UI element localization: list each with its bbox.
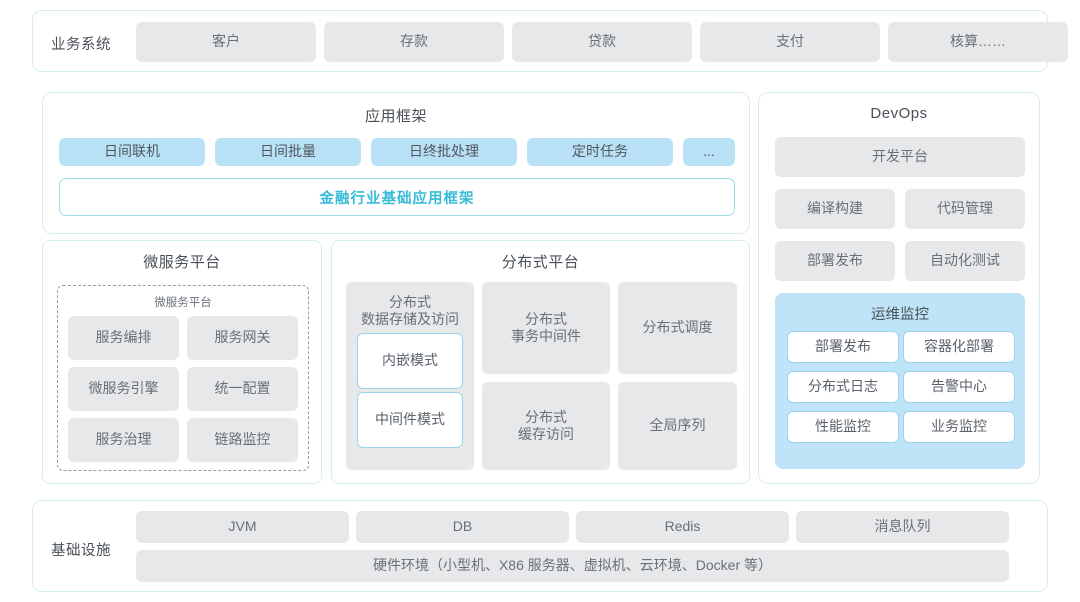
distributed-platform-title: 分布式平台 (501, 254, 580, 271)
hardware-environment-card[interactable]: 硬件环境（小型机、X86 服务器、虚拟机、云环境、Docker 等） (136, 550, 1009, 582)
infrastructure-label: 基础设施 (51, 543, 111, 559)
app-framework-item-0[interactable]: 日间联机 (59, 138, 205, 166)
devops-item-3[interactable]: 自动化测试 (905, 241, 1025, 281)
app-framework-section: 应用框架 日间联机 日间批量 日终批处理 定时任务 ... 金融行业基础应用框架 (42, 92, 750, 234)
business-system-item-3[interactable]: 支付 (700, 22, 880, 62)
microservice-platform-section: 微服务平台 微服务平台 服务编排 服务网关 微服务引擎 统一配置 服务治理 链路… (42, 240, 322, 484)
distributed-card-2[interactable]: 分布式 缓存访问 (482, 382, 610, 470)
business-system-item-0[interactable]: 客户 (136, 22, 316, 62)
devops-section: DevOps 开发平台 编译构建 代码管理 部署发布 自动化测试 运维监控 部署… (758, 92, 1040, 484)
app-framework-title: 应用框架 (364, 108, 427, 125)
app-framework-item-1[interactable]: 日间批量 (215, 138, 361, 166)
devops-platform-card[interactable]: 开发平台 (775, 137, 1025, 177)
ops-monitor-item-2[interactable]: 分布式日志 (787, 371, 899, 403)
distributed-storage-mode-1[interactable]: 中间件模式 (357, 392, 463, 448)
ops-monitor-title: 运维监控 (871, 307, 929, 323)
devops-item-0[interactable]: 编译构建 (775, 189, 895, 229)
microservice-inner-title: 微服务平台 (154, 297, 212, 309)
ops-monitor-item-3[interactable]: 告警中心 (903, 371, 1015, 403)
ops-monitor-item-4[interactable]: 性能监控 (787, 411, 899, 443)
devops-title: DevOps (870, 105, 928, 122)
microservice-item-0[interactable]: 服务编排 (68, 316, 179, 360)
app-framework-item-3[interactable]: 定时任务 (527, 138, 673, 166)
distributed-card-1[interactable]: 分布式调度 (618, 282, 737, 374)
microservice-platform-title: 微服务平台 (143, 254, 221, 271)
microservice-item-3[interactable]: 统一配置 (187, 367, 298, 411)
infrastructure-item-3[interactable]: 消息队列 (796, 511, 1009, 543)
microservice-item-2[interactable]: 微服务引擎 (68, 367, 179, 411)
app-framework-item-2[interactable]: 日终批处理 (371, 138, 517, 166)
distributed-storage-label: 分布式 数据存储及访问 (361, 294, 459, 328)
distributed-storage-mode-0[interactable]: 内嵌模式 (357, 333, 463, 389)
microservice-item-5[interactable]: 链路监控 (187, 418, 298, 462)
infrastructure-section: 基础设施 JVM DB Redis 消息队列 硬件环境（小型机、X86 服务器、… (32, 500, 1048, 592)
business-system-item-1[interactable]: 存款 (324, 22, 504, 62)
distributed-platform-section: 分布式平台 分布式 数据存储及访问 内嵌模式 中间件模式 分布式 事务中间件 分… (331, 240, 750, 484)
business-system-label: 业务系统 (51, 37, 111, 53)
ops-monitor-panel: 运维监控 部署发布 容器化部署 分布式日志 告警中心 性能监控 业务监控 (775, 293, 1025, 469)
ops-monitor-item-1[interactable]: 容器化部署 (903, 331, 1015, 363)
infrastructure-item-0[interactable]: JVM (136, 511, 349, 543)
microservice-dashed-container: 微服务平台 服务编排 服务网关 微服务引擎 统一配置 服务治理 链路监控 (57, 285, 309, 471)
business-system-item-4[interactable]: 核算…… (888, 22, 1068, 62)
business-system-item-2[interactable]: 贷款 (512, 22, 692, 62)
microservice-item-1[interactable]: 服务网关 (187, 316, 298, 360)
ops-monitor-item-5[interactable]: 业务监控 (903, 411, 1015, 443)
microservice-item-4[interactable]: 服务治理 (68, 418, 179, 462)
distributed-card-0[interactable]: 分布式 事务中间件 (482, 282, 610, 374)
infrastructure-item-2[interactable]: Redis (576, 511, 789, 543)
app-framework-item-4[interactable]: ... (683, 138, 735, 166)
infrastructure-item-1[interactable]: DB (356, 511, 569, 543)
devops-item-1[interactable]: 代码管理 (905, 189, 1025, 229)
devops-item-2[interactable]: 部署发布 (775, 241, 895, 281)
business-system-section: 业务系统 客户 存款 贷款 支付 核算…… (32, 10, 1068, 72)
financial-base-framework-bar[interactable]: 金融行业基础应用框架 (59, 178, 735, 216)
distributed-card-3[interactable]: 全局序列 (618, 382, 737, 470)
ops-monitor-item-0[interactable]: 部署发布 (787, 331, 899, 363)
